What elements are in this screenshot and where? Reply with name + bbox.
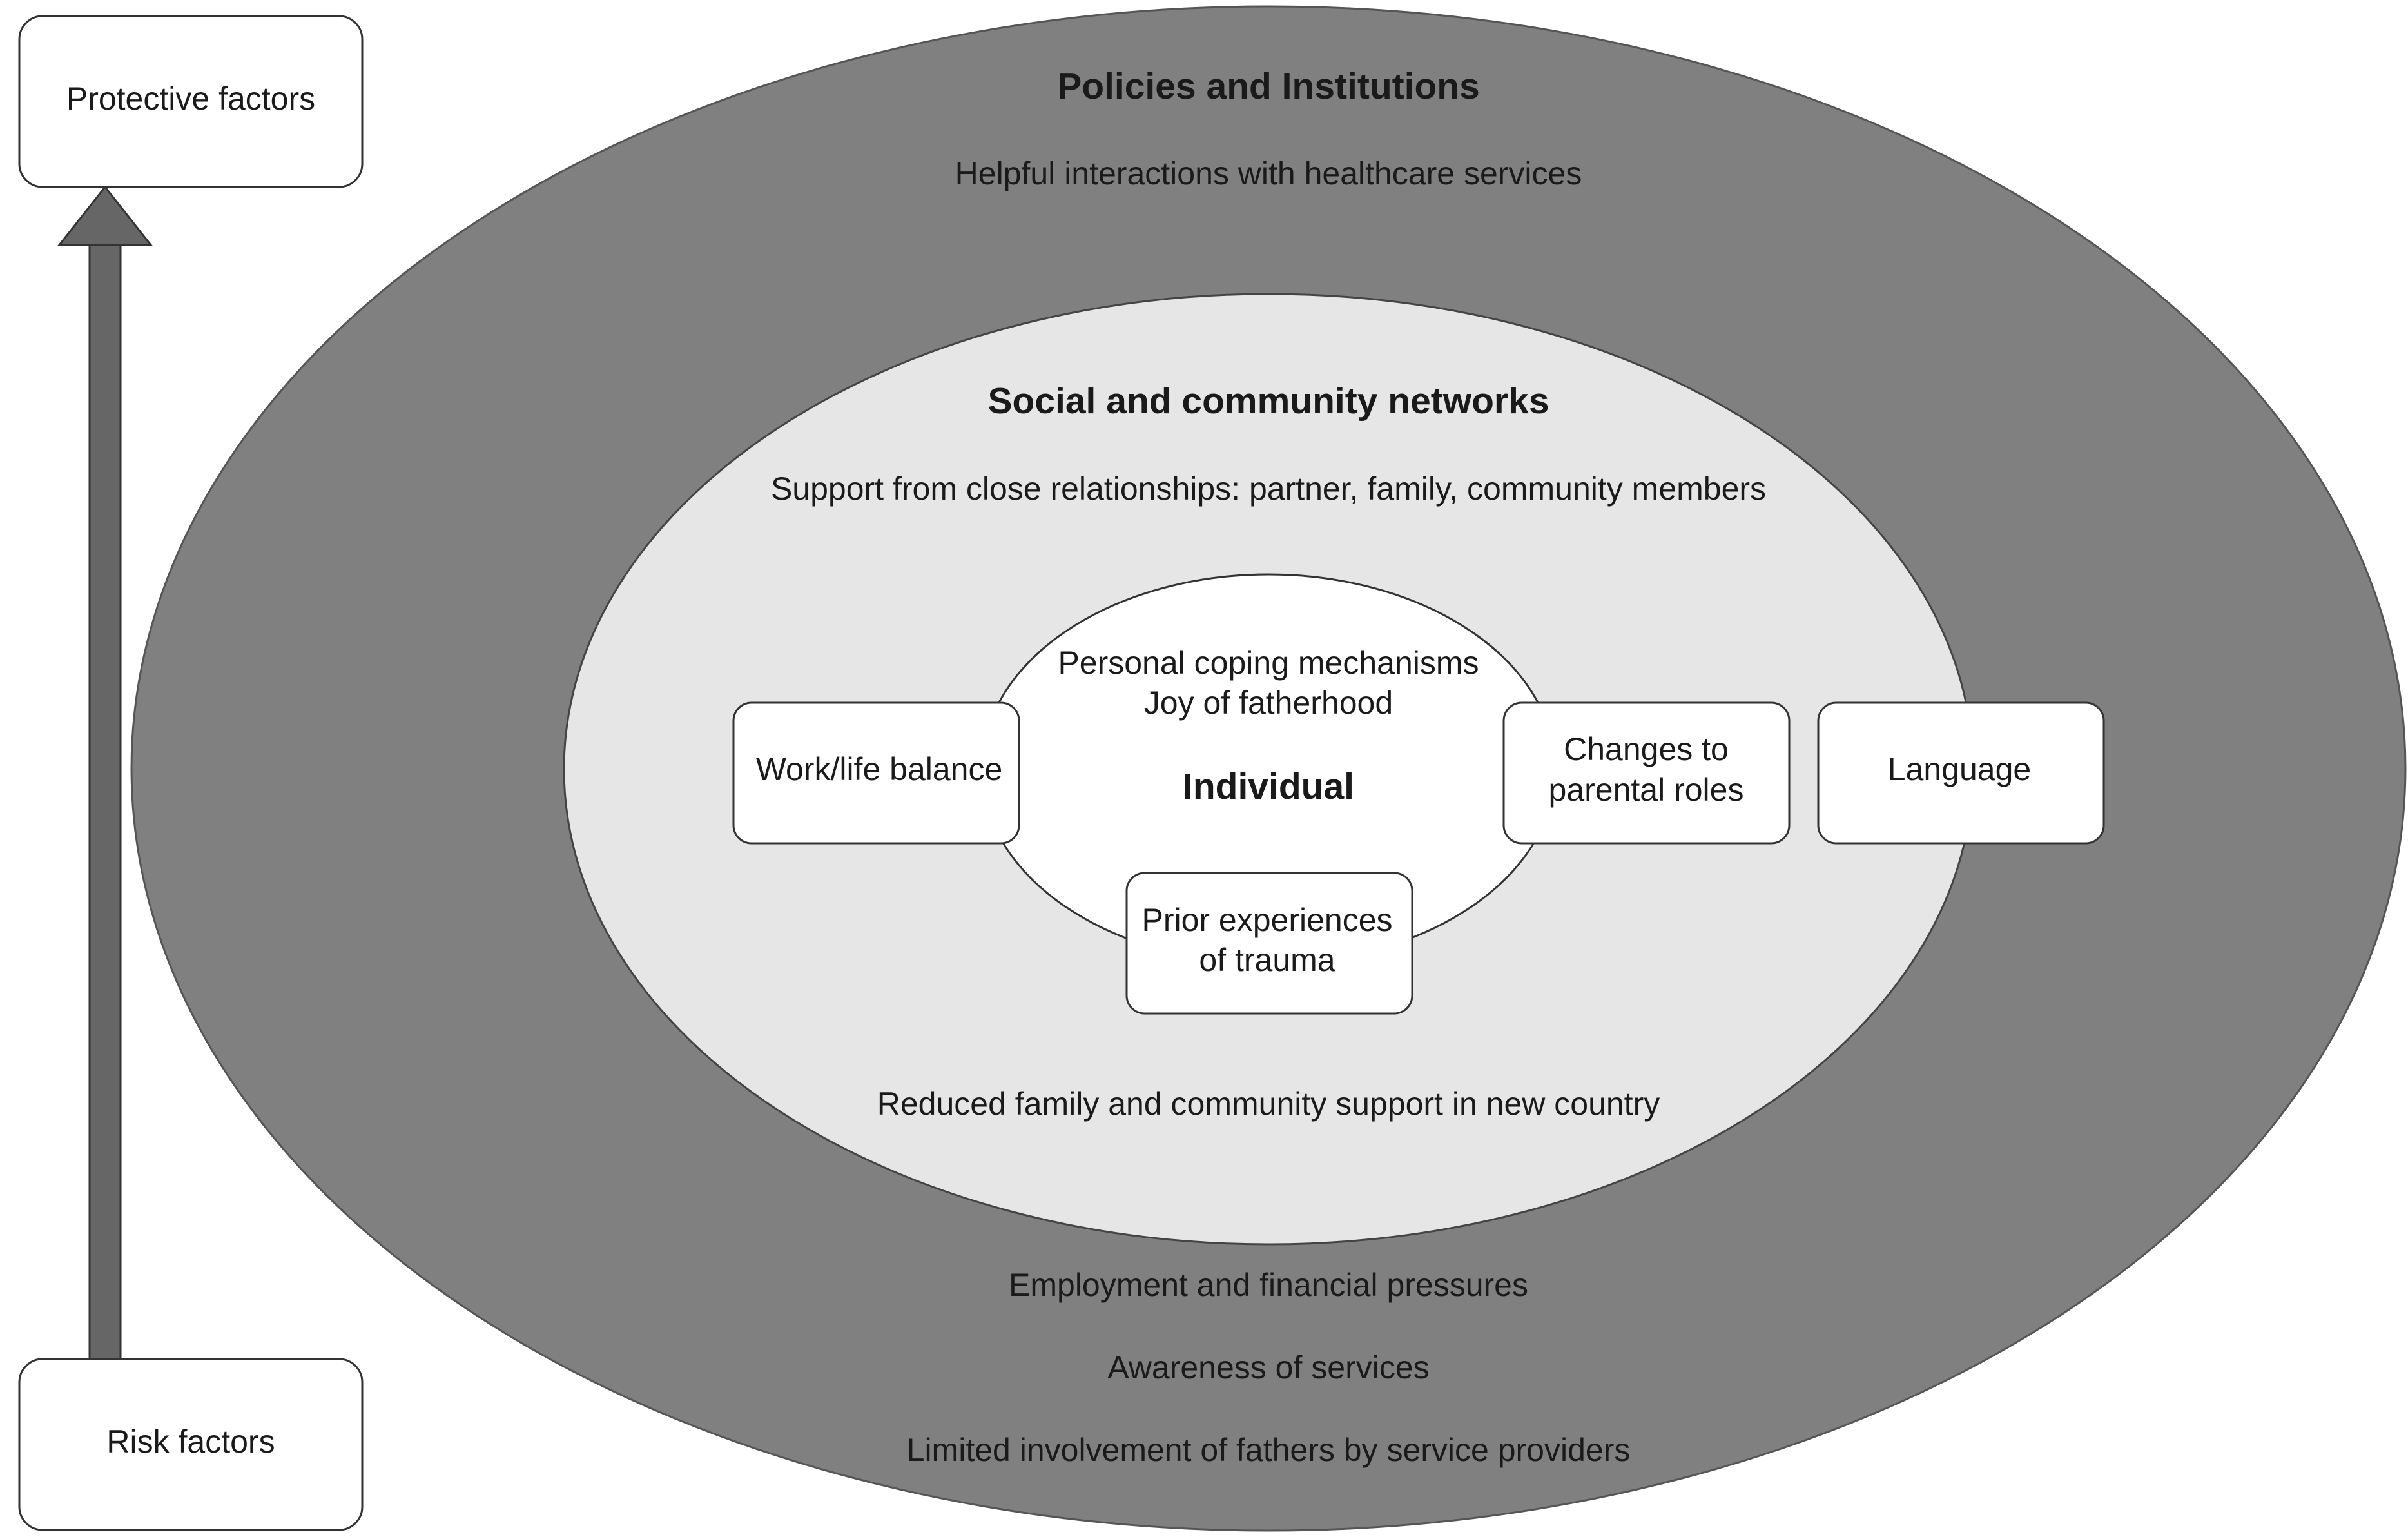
policies-protective-item: Helpful interactions with healthcare ser…: [955, 155, 1582, 191]
policies-title: Policies and Institutions: [1057, 66, 1480, 107]
language-frame: [1817, 701, 2105, 845]
prior-trauma-box: Prior experiences of trauma: [1125, 872, 1413, 1015]
prior-trauma-label: Prior experiences: [1141, 902, 1392, 938]
work-life-balance-box: Work/life balance: [732, 701, 1020, 845]
risk-factors-label: Risk factors: [106, 1424, 275, 1460]
parental-roles-box: Changes to parental roles: [1502, 701, 1791, 845]
policies-risk-item: Limited involvement of fathers by servic…: [907, 1432, 1631, 1468]
individual-protective-line: Joy of fatherhood: [1144, 685, 1393, 721]
language-label: Language: [1888, 751, 2031, 787]
arrow-shaft: [88, 244, 122, 1363]
risk-to-protective-arrow: [57, 185, 153, 1363]
social-risk-item: Reduced family and community support in …: [877, 1086, 1660, 1122]
parental-roles-frame: [1502, 701, 1791, 845]
protective-factors-box: Protective factors: [18, 15, 364, 188]
work-life-balance-frame: [732, 701, 1020, 845]
prior-trauma-label: of trauma: [1199, 942, 1335, 978]
individual-title: Individual: [1183, 766, 1354, 807]
parental-roles-label: parental roles: [1549, 772, 1744, 808]
social-protective-item: Support from close relationships: partne…: [771, 471, 1766, 507]
protective-factors-frame: [18, 15, 364, 188]
individual-protective-line: Personal coping mechanisms: [1058, 645, 1479, 681]
policies-risk-item: Employment and financial pressures: [1009, 1267, 1528, 1303]
arrow-head: [57, 185, 153, 246]
work-life-balance-label: Work/life balance: [756, 751, 1003, 787]
language-box: Language: [1817, 701, 2105, 845]
risk-factors-frame: [18, 1358, 364, 1531]
parental-roles-label: Changes to: [1564, 731, 1729, 767]
prior-trauma-frame: [1125, 872, 1413, 1015]
protective-factors-label: Protective factors: [66, 81, 315, 117]
social-title: Social and community networks: [987, 380, 1549, 422]
risk-factors-box: Risk factors: [18, 1358, 364, 1531]
policies-risk-item: Awareness of services: [1107, 1349, 1429, 1385]
